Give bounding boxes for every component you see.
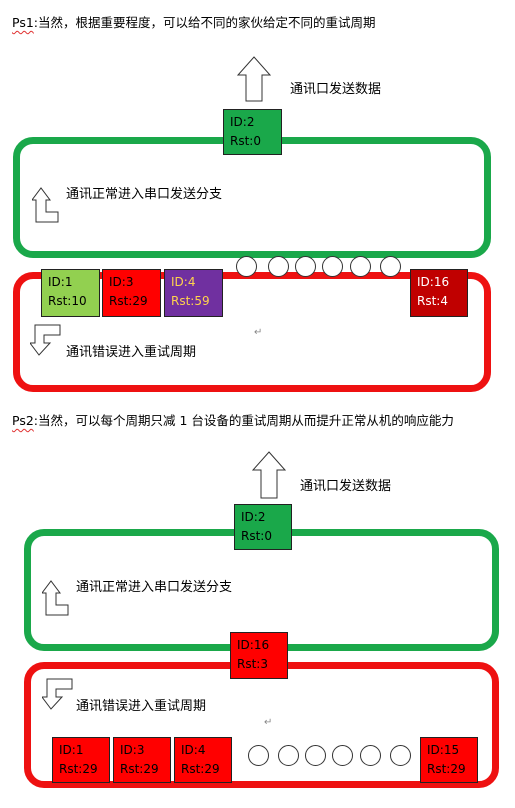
- empty-slot: [350, 256, 371, 277]
- retry-device-box: ID:15 Rst:29: [420, 737, 478, 783]
- green-label-2: 通讯正常进入串口发送分支: [76, 580, 233, 595]
- retry-device-box: ID:3 Rst:29: [113, 737, 171, 783]
- retry-device-rst: Rst:4: [417, 294, 448, 308]
- retry-device-id: ID:3: [109, 275, 134, 289]
- empty-slot: [278, 745, 299, 766]
- up-arrow-icon: [251, 451, 287, 499]
- ps1-prefix: Ps1: [12, 15, 34, 30]
- retry-device-box: ID:4 Rst:29: [174, 737, 232, 783]
- sending-device-box: ID:2 Rst:0: [223, 109, 282, 155]
- green-label-1: 通讯正常进入串口发送分支: [66, 187, 223, 202]
- sending-device-rst: Rst:0: [230, 134, 261, 148]
- retry-device-rst: Rst:29: [120, 762, 159, 776]
- up-arrow-icon: [236, 56, 272, 102]
- empty-slot: [322, 256, 343, 277]
- retry-device-rst: Rst:29: [109, 294, 148, 308]
- retry-device-rst: Rst:29: [181, 762, 220, 776]
- ps1-text: :当然，根据重要程度，可以给不同的家伙给定不同的重试周期: [33, 15, 376, 30]
- red-label-1: 通讯错误进入重试周期: [66, 345, 197, 360]
- empty-slot: [380, 256, 401, 277]
- retry-device-rst: Rst:29: [59, 762, 98, 776]
- paragraph-mark: ↵: [264, 717, 273, 728]
- retry-device-id: ID:15: [427, 743, 460, 757]
- turn-arrow-icon: [32, 187, 59, 223]
- retry-device-id: ID:16: [417, 275, 450, 289]
- turn-arrow-icon: [42, 580, 69, 616]
- retry-device-box: ID:1 Rst:29: [52, 737, 110, 783]
- paragraph-mark: ↵: [254, 327, 263, 338]
- empty-slot: [295, 256, 316, 277]
- retry-device-id: ID:1: [48, 275, 73, 289]
- ps1-note: Ps1:当然，根据重要程度，可以给不同的家伙给定不同的重试周期: [12, 12, 376, 31]
- empty-slot: [248, 745, 269, 766]
- transition-device-id: ID:16: [237, 638, 270, 652]
- red-label-2: 通讯错误进入重试周期: [76, 699, 207, 714]
- empty-slot: [332, 745, 353, 766]
- top-caption-1: 通讯口发送数据: [290, 82, 382, 97]
- retry-device-box: ID:1 Rst:10: [41, 269, 100, 317]
- retry-device-rst: Rst:59: [171, 294, 210, 308]
- sending-device-id: ID:2: [241, 510, 266, 524]
- retry-device-id: ID:1: [59, 743, 84, 757]
- empty-slot: [360, 745, 381, 766]
- top-caption-2: 通讯口发送数据: [300, 479, 392, 494]
- down-turn-arrow-icon: [42, 678, 73, 710]
- retry-device-id: ID:4: [181, 743, 206, 757]
- sending-device-rst: Rst:0: [241, 529, 272, 543]
- ps2-prefix: Ps2: [12, 413, 34, 428]
- retry-device-id: ID:4: [171, 275, 196, 289]
- retry-device-rst: Rst:10: [48, 294, 87, 308]
- retry-device-id: ID:3: [120, 743, 145, 757]
- sending-device-box: ID:2 Rst:0: [234, 504, 292, 550]
- transition-device-rst: Rst:3: [237, 657, 268, 671]
- transition-device-box: ID:16 Rst:3: [230, 632, 288, 679]
- empty-slot: [390, 745, 411, 766]
- retry-device-rst: Rst:29: [427, 762, 466, 776]
- retry-device-box: ID:4 Rst:59: [164, 269, 223, 317]
- ps2-note: Ps2:当然，可以每个周期只减 1 台设备的重试周期从而提升正常从机的响应能力: [12, 410, 454, 429]
- empty-slot: [268, 256, 289, 277]
- down-turn-arrow-icon: [30, 324, 61, 356]
- retry-device-box: ID:16 Rst:4: [410, 269, 468, 317]
- empty-slot: [305, 745, 326, 766]
- retry-loop: [13, 272, 491, 392]
- sending-device-id: ID:2: [230, 115, 255, 129]
- retry-device-box: ID:3 Rst:29: [102, 269, 161, 317]
- ps2-text: :当然，可以每个周期只减 1 台设备的重试周期从而提升正常从机的响应能力: [33, 413, 454, 428]
- empty-slot: [236, 256, 257, 277]
